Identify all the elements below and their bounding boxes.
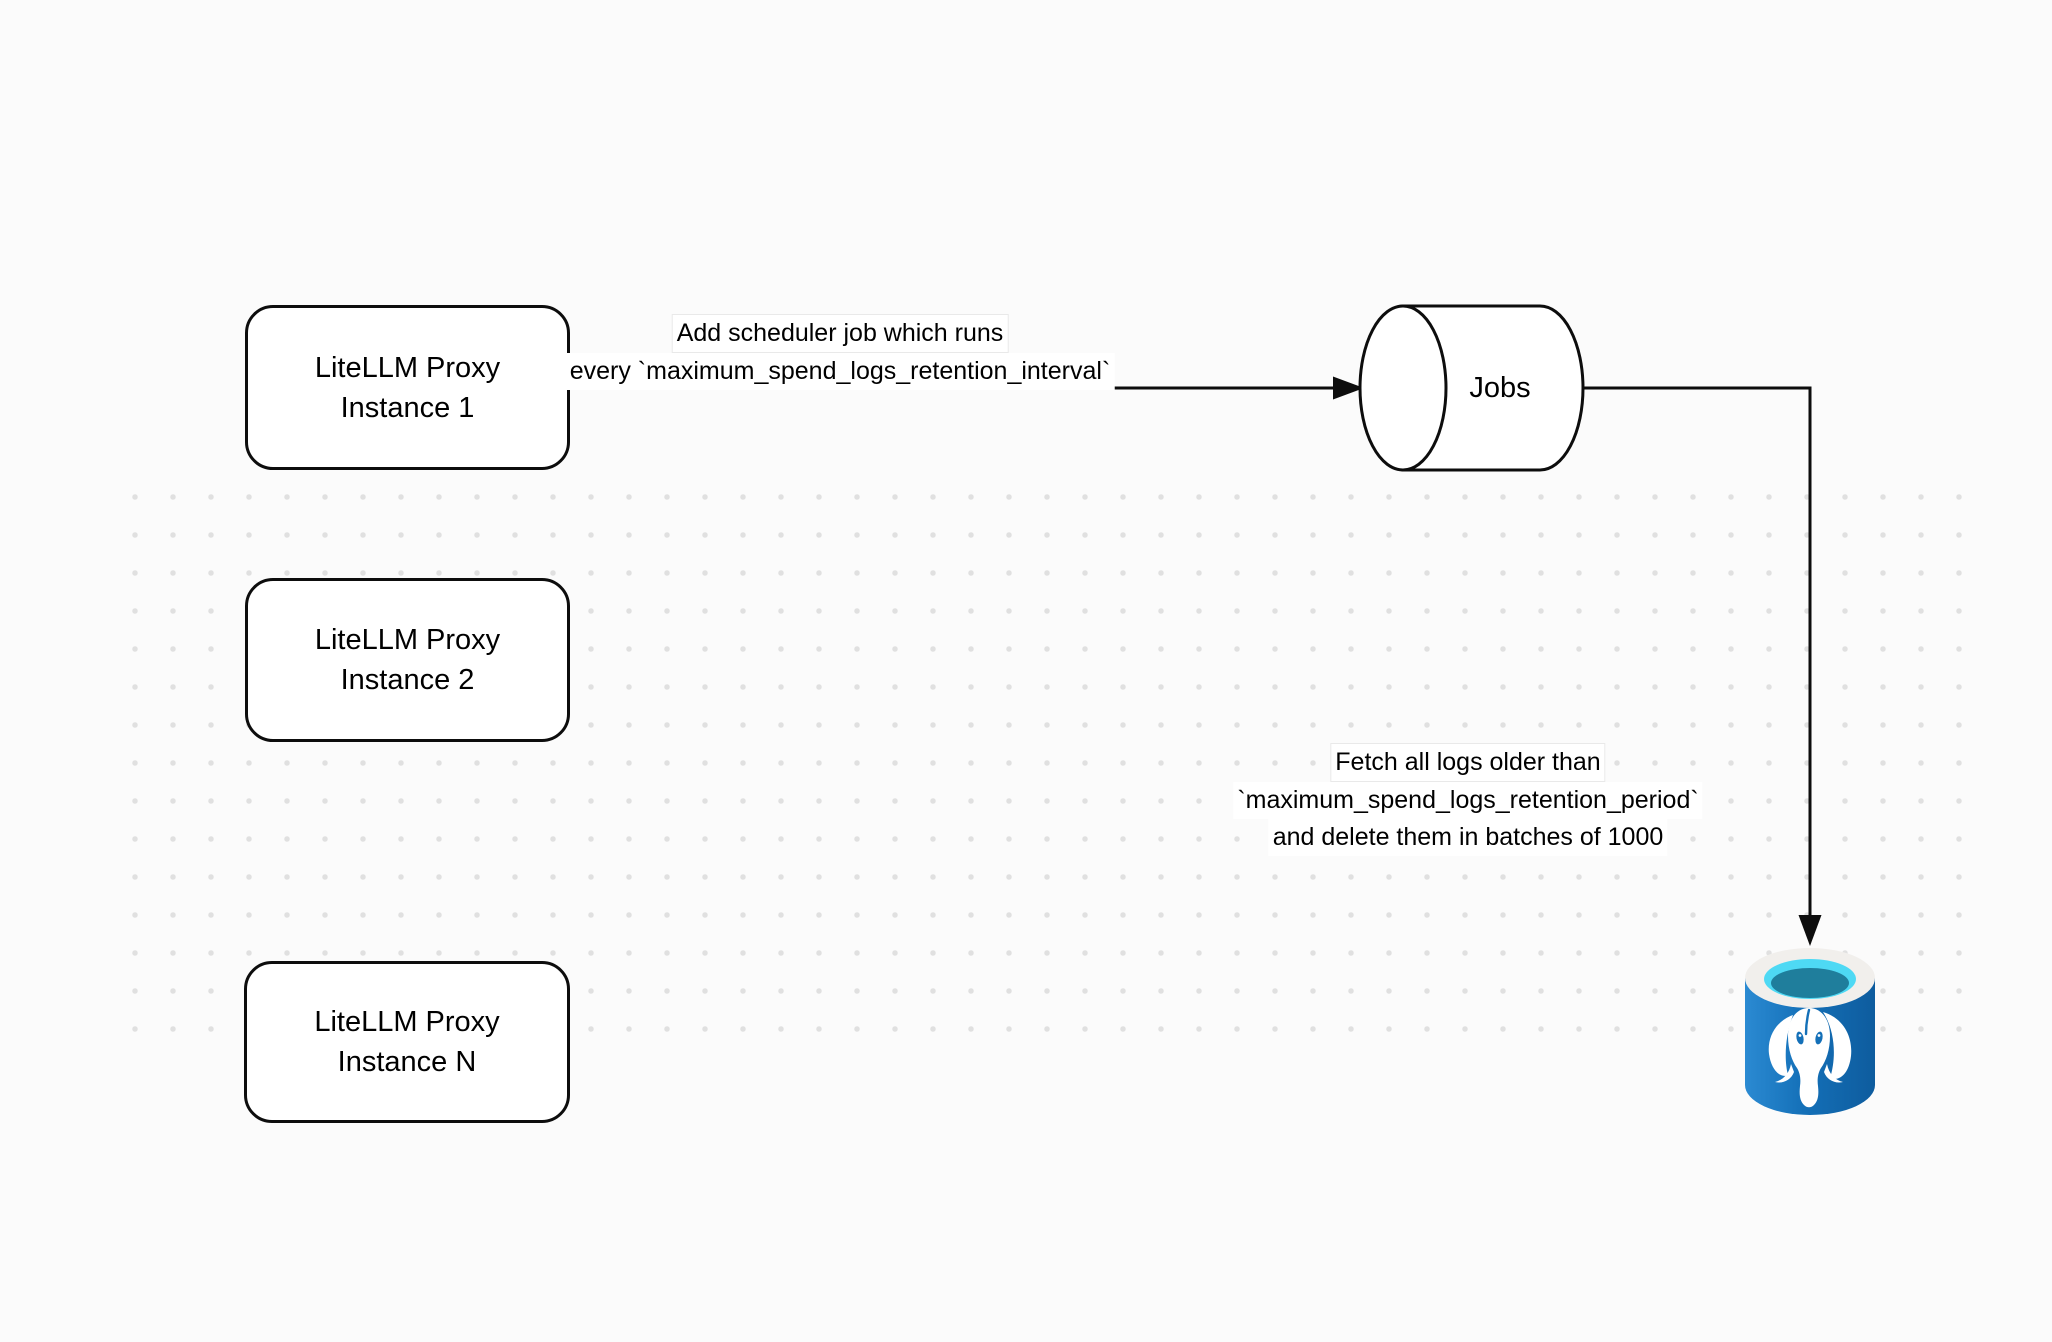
node-subtitle: Instance 2 xyxy=(340,664,475,696)
node-title: LiteLLM Proxy xyxy=(314,624,501,656)
edge-label-line: `maximum_spend_logs_retention_period` xyxy=(1233,782,1703,819)
edge-label-line: and delete them in batches of 1000 xyxy=(1268,819,1668,856)
edge-label-line: Fetch all logs older than xyxy=(1330,743,1606,782)
jobs-queue-cylinder xyxy=(1358,304,1585,472)
edge-label-fetch-delete-logs: Fetch all logs older than `maximum_spend… xyxy=(1233,743,1703,856)
node-litellm-proxy-instance-1: LiteLLM Proxy Instance 1 xyxy=(245,305,570,470)
node-subtitle: Instance 1 xyxy=(340,391,475,424)
edge-label-line: every `maximum_spend_logs_retention_inte… xyxy=(565,353,1115,390)
postgresql-database-icon xyxy=(1745,948,1875,1115)
node-subtitle: Instance N xyxy=(337,1046,477,1078)
node-litellm-proxy-instance-2: LiteLLM Proxy Instance 2 xyxy=(245,578,570,742)
edge-label-add-scheduler-job: Add scheduler job which runs every `maxi… xyxy=(565,314,1115,390)
elephant-logo-icon xyxy=(1768,1008,1852,1108)
edge-fetch-delete-logs xyxy=(1583,386,1822,946)
node-litellm-proxy-instance-n: LiteLLM Proxy Instance N xyxy=(244,961,570,1123)
edge-label-line: Add scheduler job which runs xyxy=(671,314,1009,353)
node-title: LiteLLM Proxy xyxy=(314,1006,500,1038)
arrowhead-down-icon xyxy=(1798,915,1822,946)
node-title: LiteLLM Proxy xyxy=(314,351,501,384)
database-inner-depth xyxy=(1771,968,1849,998)
node-jobs-label: Jobs xyxy=(1469,372,1531,404)
arrowhead-right-icon xyxy=(1333,376,1364,400)
